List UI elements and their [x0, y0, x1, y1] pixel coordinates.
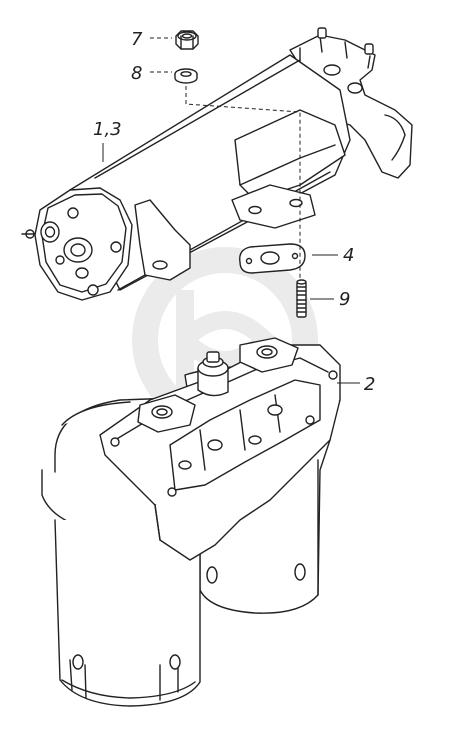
callout-1-3: 1,3	[93, 119, 122, 140]
oil-cooler-part-1-3	[22, 28, 412, 300]
callout-labels: 7 8 1,3 4 9 2	[93, 29, 375, 395]
assembly-path	[185, 86, 301, 280]
filter-housing-part-2	[42, 338, 340, 706]
callout-9: 9	[339, 289, 350, 310]
nut-part-7	[176, 31, 198, 49]
callout-8: 8	[131, 63, 142, 84]
leader-lines	[102, 37, 360, 384]
washer-part-8	[175, 69, 197, 83]
callout-7: 7	[131, 29, 143, 50]
callout-2: 2	[364, 374, 375, 395]
callout-4: 4	[343, 245, 354, 266]
gasket-part-4	[240, 244, 305, 273]
stud-part-9	[297, 280, 306, 317]
